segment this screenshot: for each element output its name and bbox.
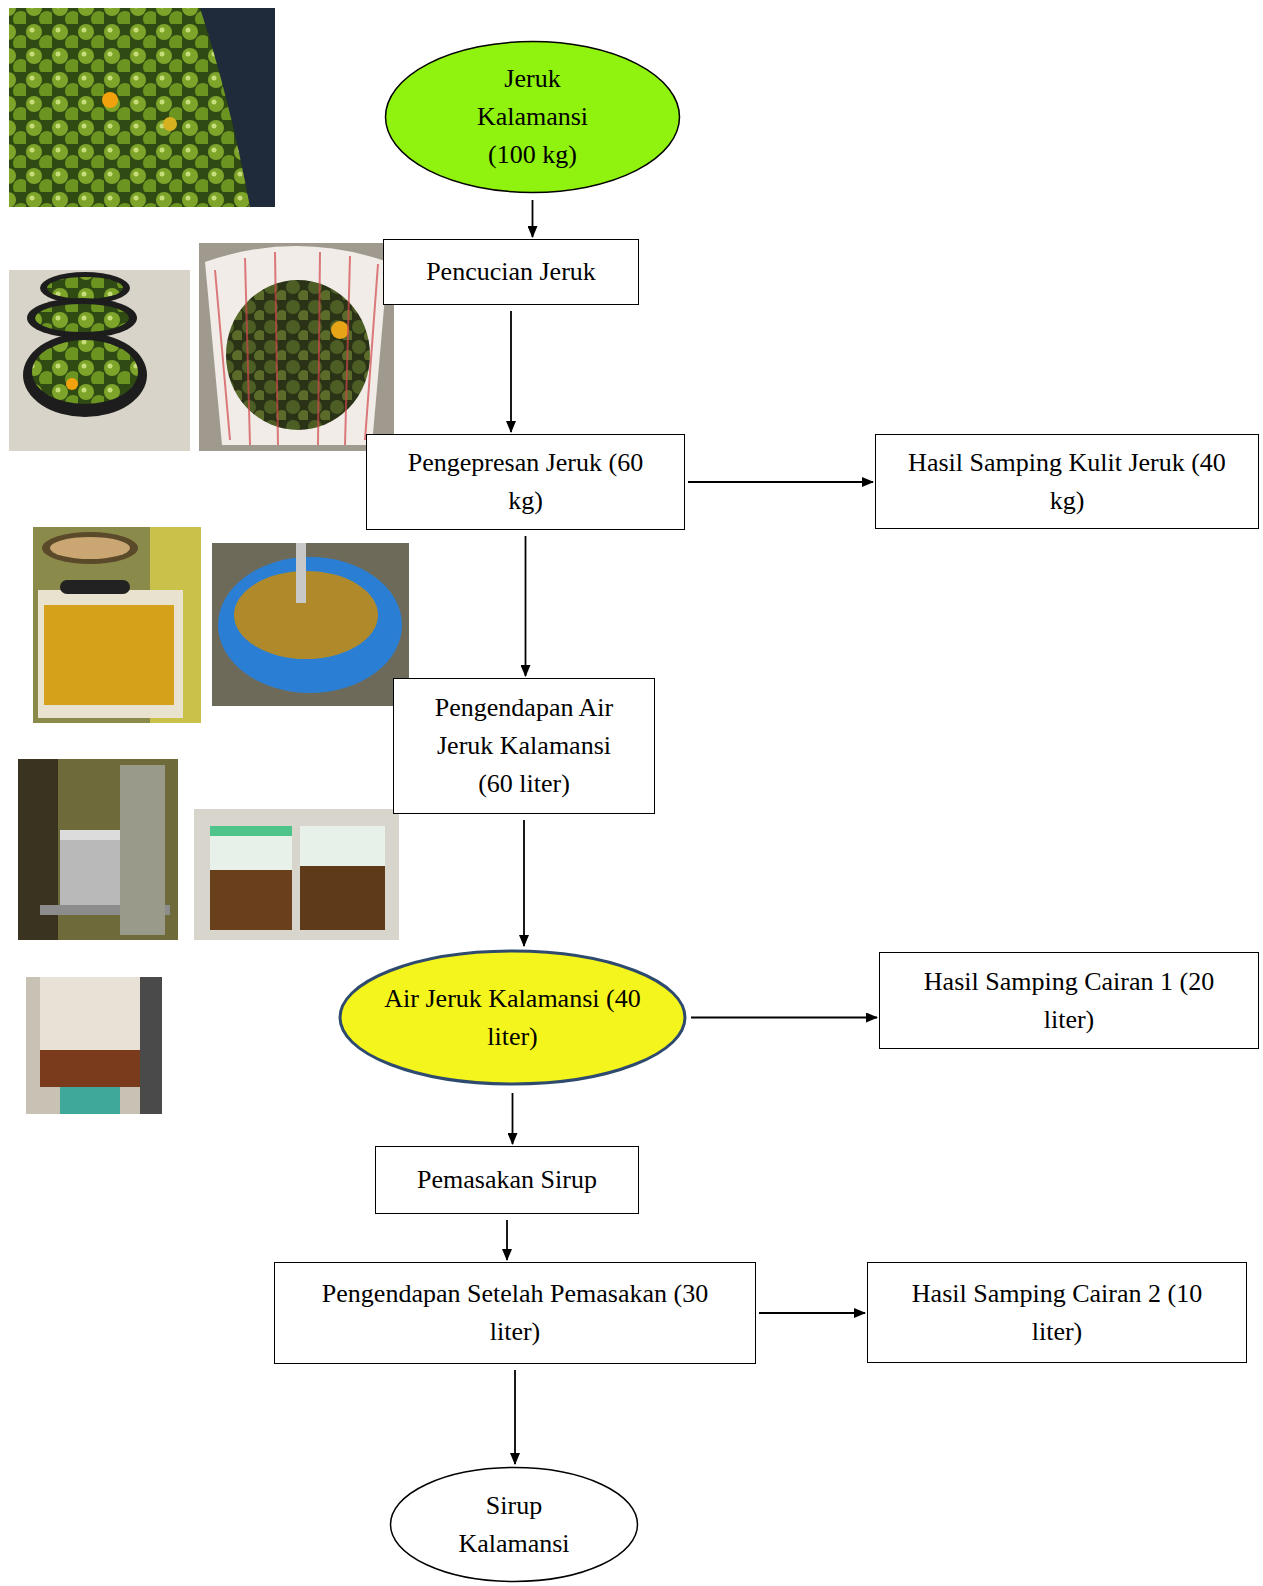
byproduct-box: Hasil Samping Cairan 1 (20 liter) (879, 952, 1259, 1049)
process-box: Pengepresan Jeruk (60 kg) (366, 434, 685, 530)
byproduct-box: Hasil Samping Cairan 2 (10 liter) (867, 1262, 1247, 1363)
ellipse-outline (337, 948, 688, 1087)
photo-container (26, 977, 162, 1114)
ellipse-outline (389, 1466, 639, 1583)
flow-arrow (525, 536, 527, 676)
node-label: Hasil Samping Cairan 1 (20 liter) (904, 963, 1234, 1038)
node-label: Hasil Samping Kulit Jeruk (40 kg) (892, 444, 1242, 519)
node-label: Pengendapan Air Jeruk Kalamansi (60 lite… (417, 689, 632, 802)
process-box: Pencucian Jeruk (383, 239, 639, 305)
photo-boxes (194, 809, 399, 940)
node-label: Pencucian Jeruk (393, 253, 629, 291)
process-box: Pengendapan Setelah Pemasakan (30 liter) (274, 1262, 756, 1364)
photo-tank (18, 759, 178, 940)
photo-pressing (33, 527, 201, 723)
end-ellipse: Sirup Kalamansi (389, 1466, 639, 1583)
node-label: Air Jeruk Kalamansi (40 liter) (383, 980, 643, 1055)
process-box: Pengendapan Air Jeruk Kalamansi (60 lite… (393, 678, 655, 814)
byproduct-box: Hasil Samping Kulit Jeruk (40 kg) (875, 434, 1259, 529)
node-label: Sirup Kalamansi (444, 1487, 584, 1562)
flow-arrow (510, 311, 512, 432)
process-box: Pemasakan Sirup (375, 1146, 639, 1214)
photo-basin (212, 543, 409, 706)
flow-arrow (691, 1017, 877, 1019)
flow-arrow (688, 481, 873, 483)
flow-arrow (523, 820, 525, 946)
node-label: Pemasakan Sirup (385, 1161, 629, 1199)
flow-arrow (532, 200, 534, 237)
flow-arrow (514, 1370, 516, 1464)
start-ellipse: Jeruk Kalamansi (100 kg) (384, 40, 681, 194)
photo-basket (199, 243, 394, 451)
flow-arrow (512, 1093, 514, 1144)
intermediate-ellipse: Air Jeruk Kalamansi (40 liter) (337, 948, 688, 1087)
node-label: Hasil Samping Cairan 2 (10 liter) (892, 1275, 1222, 1350)
node-label: Pengepresan Jeruk (60 kg) (406, 444, 646, 519)
flow-arrow (506, 1220, 508, 1260)
node-label: Jeruk Kalamansi (100 kg) (458, 60, 608, 173)
flow-arrow (759, 1312, 865, 1314)
node-label: Pengendapan Setelah Pemasakan (30 liter) (295, 1275, 735, 1350)
photo-fruits (9, 8, 275, 207)
photo-washing (9, 270, 190, 451)
